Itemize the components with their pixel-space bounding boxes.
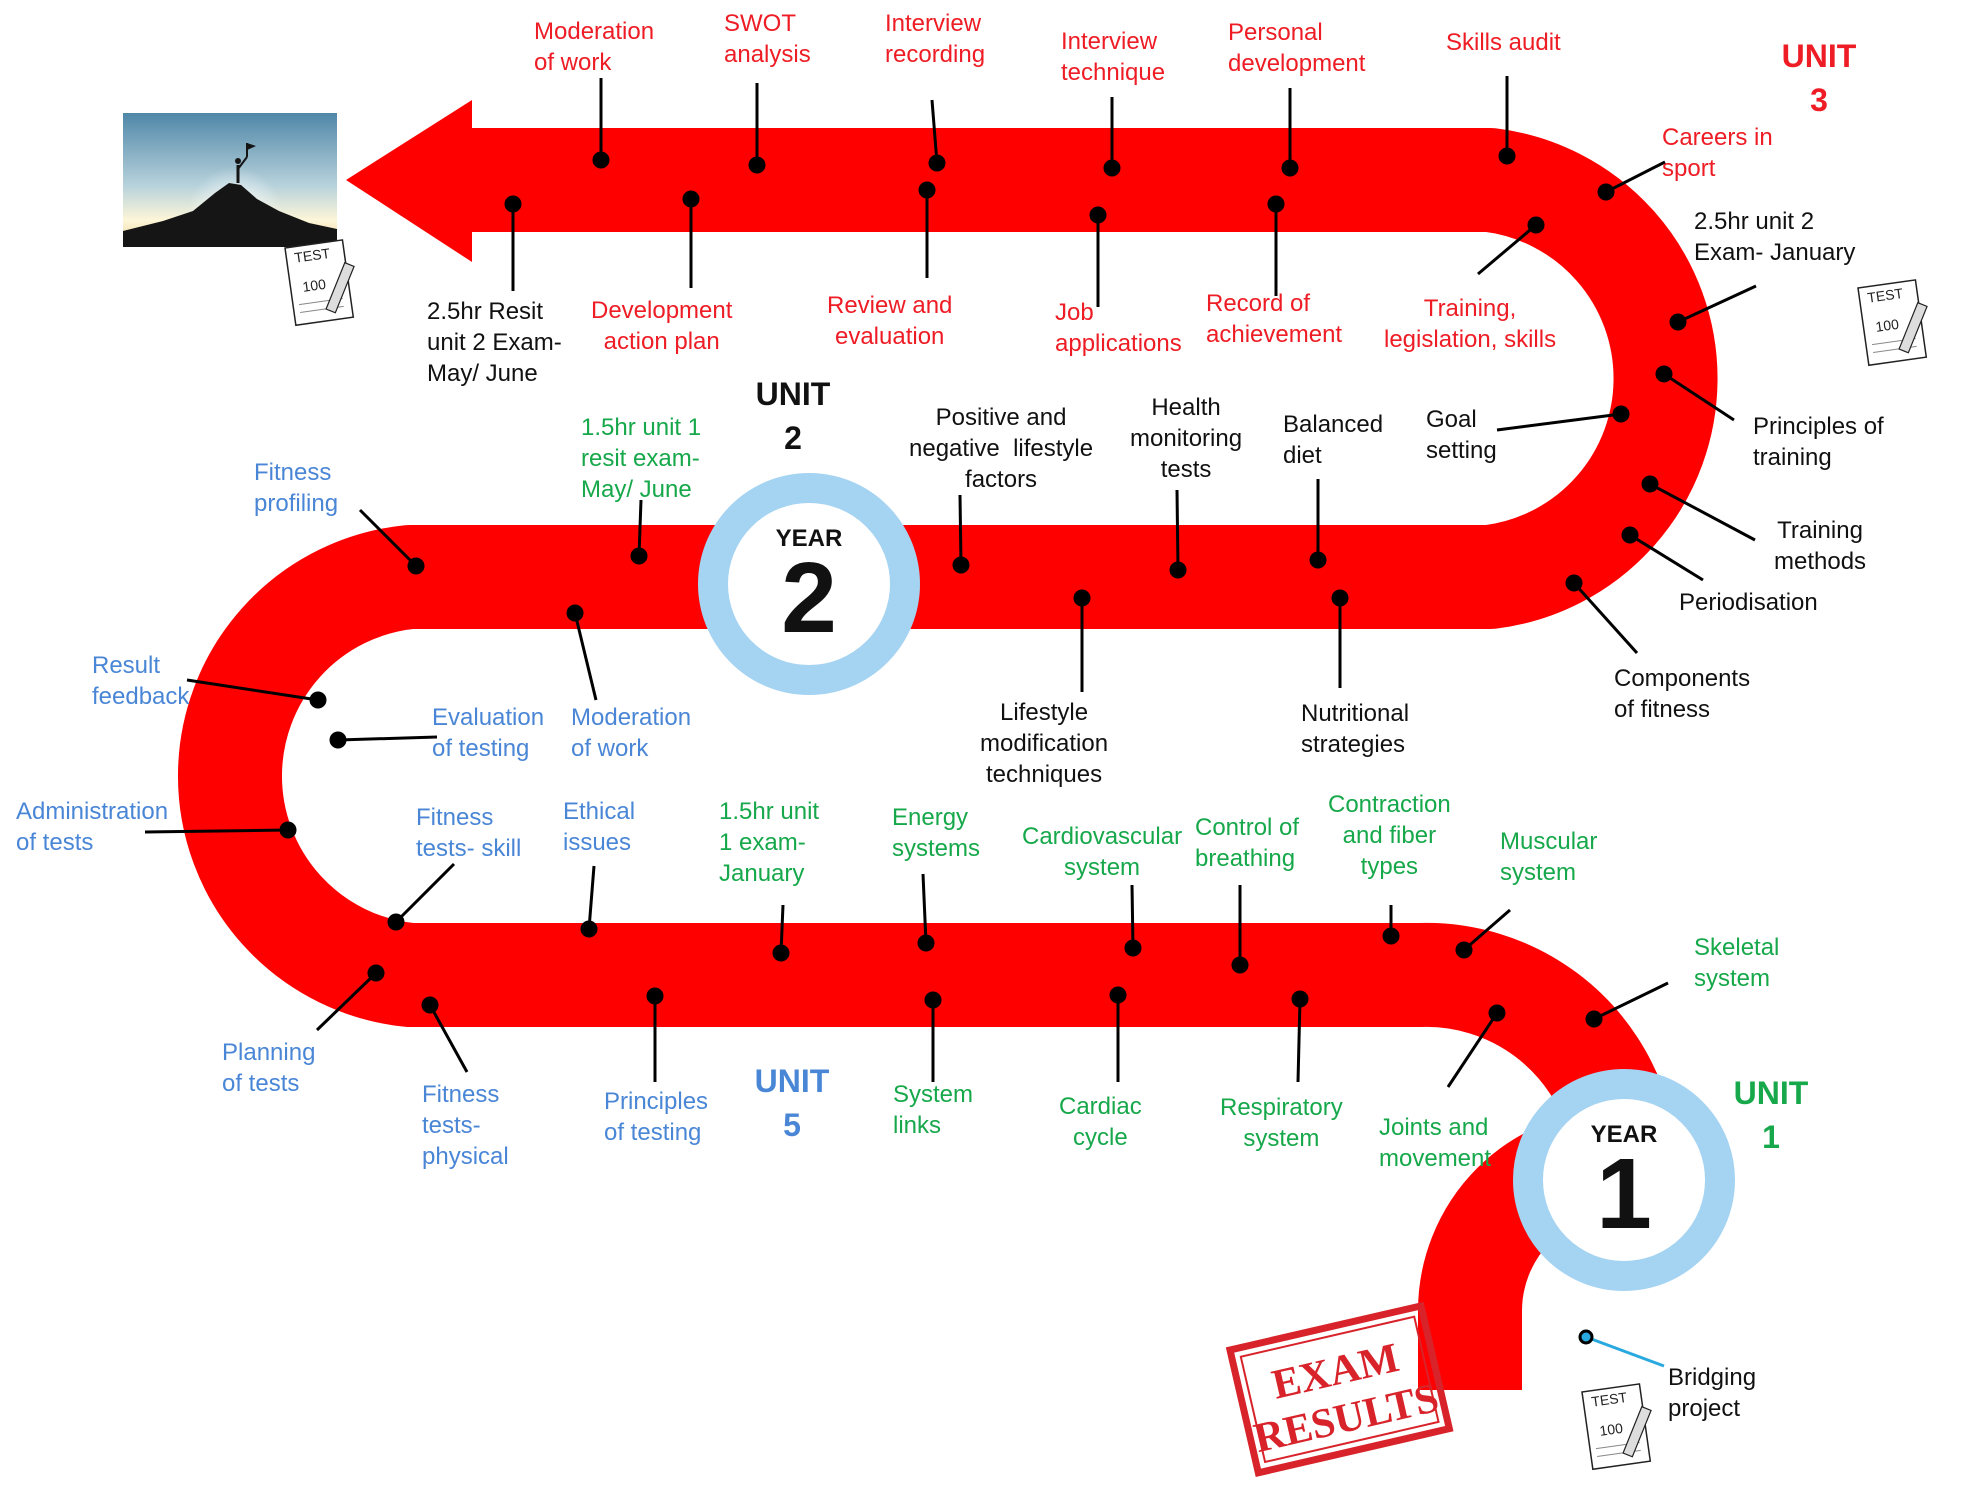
label-unit1-resit-exam: 1.5hr unit 1 resit exam- May/ June <box>581 414 702 503</box>
test-paper-score: 100 <box>301 276 327 295</box>
label-principles-of-training: Principles of training <box>1753 413 1884 471</box>
test-paper-icon: TEST 100 <box>1581 1383 1652 1471</box>
label-cardiac-cycle: Cardiac cycle <box>1059 1093 1142 1151</box>
label-cardiovascular-system: Cardiovascular system <box>1022 823 1183 881</box>
label-bridging-project: Bridging project <box>1668 1364 1757 1422</box>
label-review-and-evaluation: Review and evaluation <box>827 292 953 350</box>
label-fitness-profiling: Fitness profiling <box>254 459 339 517</box>
label-interview-recording: Interview recording <box>885 10 986 68</box>
unit-1-heading: UNIT 1 <box>1733 1075 1809 1155</box>
test-paper-label: TEST <box>293 245 331 266</box>
test-paper-label: TEST <box>1866 285 1904 306</box>
label-administration-of-tests: Administration of tests <box>16 798 169 856</box>
label-balanced-diet: Balanced diet <box>1283 411 1384 469</box>
test-paper-score: 100 <box>1874 316 1900 335</box>
label-joints-and-movement: Joints and movement <box>1379 1114 1492 1172</box>
label-positive-negative-lifestyle: Positive and negative lifestyle factors <box>909 404 1094 493</box>
year-1-marker: YEAR 1 <box>1513 1069 1735 1291</box>
year-2-label: YEAR <box>776 525 843 552</box>
label-job-applications: Job applications <box>1055 299 1182 357</box>
label-components-of-fitness: Components of fitness <box>1614 665 1751 723</box>
label-ethical-issues: Ethical issues <box>563 798 636 856</box>
label-muscular-system: Muscular system <box>1500 828 1598 886</box>
year-1-number: 1 <box>1596 1138 1652 1250</box>
exam-results-stamp-icon: EXAM RESULTS <box>1225 1301 1454 1477</box>
label-training-legislation-skills: Training, legislation, skills <box>1384 295 1557 353</box>
label-energy-systems: Energy systems <box>892 804 981 862</box>
label-goal-setting: Goal setting <box>1426 406 1497 464</box>
leader-lines <box>144 76 1757 1368</box>
label-record-of-achievement: Record of achievement <box>1206 290 1343 348</box>
label-planning-of-tests: Planning of tests <box>222 1039 316 1097</box>
label-skills-audit: Skills audit <box>1446 29 1561 56</box>
label-unit2-exam: 2.5hr unit 2 Exam- January <box>1694 208 1856 266</box>
label-principles-of-testing: Principles of testing <box>604 1088 709 1146</box>
year-2-marker: YEAR 2 <box>698 473 920 695</box>
label-nutritional-strategies: Nutritional strategies <box>1301 700 1410 758</box>
year-1-label: YEAR <box>1591 1121 1658 1148</box>
test-paper-label: TEST <box>1590 1389 1628 1410</box>
unit-2-heading: UNIT 2 <box>755 376 831 456</box>
year-2-number: 2 <box>781 542 837 654</box>
label-evaluation-of-testing: Evaluation of testing <box>432 704 545 762</box>
label-contraction-fiber-types: Contraction and fiber types <box>1328 791 1451 880</box>
label-fitness-tests-skill: Fitness tests- skill <box>416 804 522 862</box>
label-personal-development: Personal development <box>1228 19 1366 77</box>
label-health-monitoring-tests: Health monitoring tests <box>1130 394 1243 483</box>
test-paper-icon: TEST 100 <box>1857 279 1928 367</box>
label-training-methods: Training methods <box>1774 517 1867 575</box>
label-system-links: System links <box>893 1081 974 1139</box>
label-result-feedback: Result feedback <box>92 652 190 710</box>
label-control-of-breathing: Control of breathing <box>1195 814 1300 872</box>
label-unit1-exam: 1.5hr unit 1 exam- January <box>719 798 820 887</box>
label-careers-in-sport: Careers in sport <box>1662 124 1773 182</box>
test-paper-score: 100 <box>1598 1420 1624 1439</box>
label-skeletal-system: Skeletal system <box>1694 934 1780 992</box>
label-interview-technique: Interview technique <box>1061 28 1166 86</box>
label-development-action-plan: Development action plan <box>591 297 733 355</box>
unit-3-heading: UNIT 3 <box>1781 38 1857 118</box>
label-moderation-of-work-unit5: Moderation of work <box>571 704 692 762</box>
label-unit2-resit-exam: 2.5hr Resit unit 2 Exam- May/ June <box>427 298 562 387</box>
label-respiratory-system: Respiratory system <box>1220 1094 1343 1152</box>
label-moderation-of-work-unit3: Moderation of work <box>534 18 655 76</box>
test-paper-icon: TEST 100 <box>284 239 355 327</box>
roadmap-arrowhead <box>346 100 472 262</box>
label-lifestyle-modification: Lifestyle modification techniques <box>980 699 1109 788</box>
unit-5-heading: UNIT 5 <box>754 1063 830 1143</box>
label-fitness-tests-physical: Fitness tests- physical <box>422 1081 509 1170</box>
summit-photo-icon <box>123 113 337 263</box>
label-swot-analysis: SWOT analysis <box>724 10 811 68</box>
label-periodisation: Periodisation <box>1679 589 1818 616</box>
